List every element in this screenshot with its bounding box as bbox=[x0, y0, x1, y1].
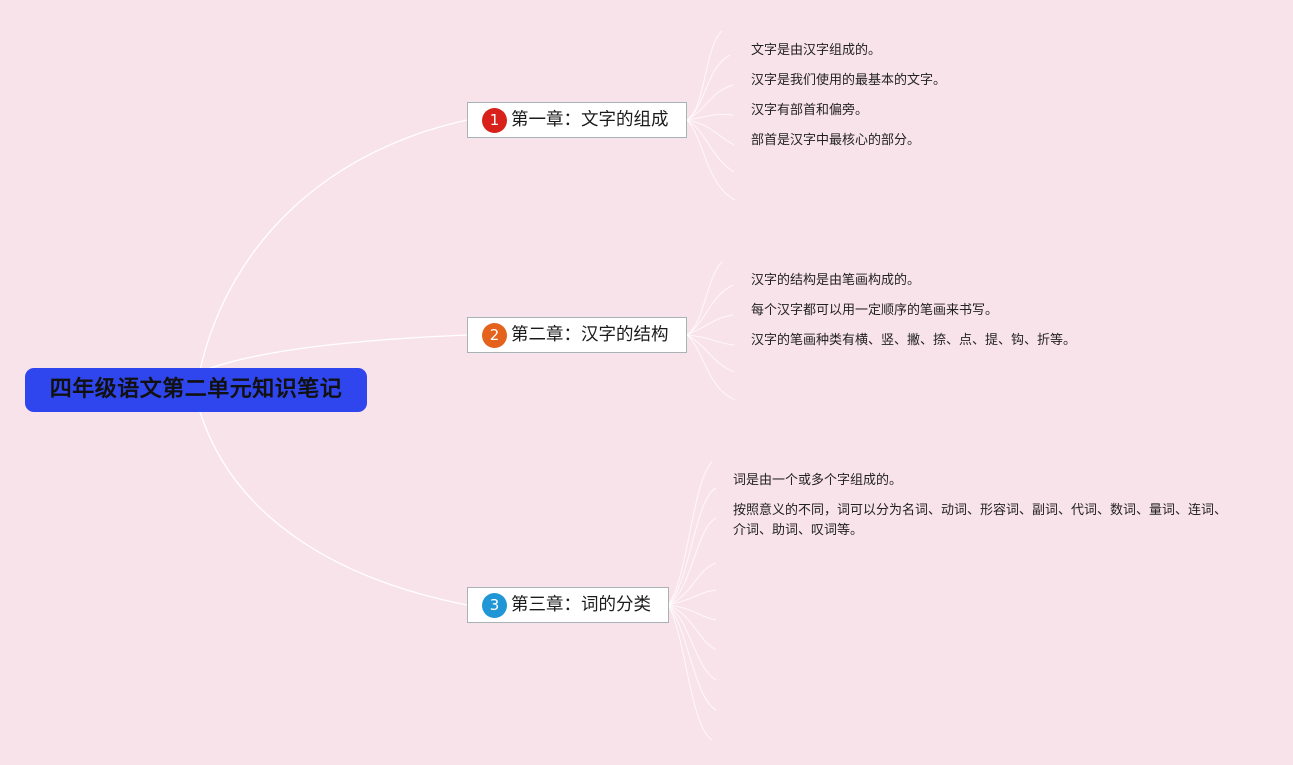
chapter-2-fan-line bbox=[686, 334, 735, 373]
number-3-badge-icon: 3 bbox=[482, 592, 507, 618]
chapter-1-fan-line bbox=[686, 54, 731, 121]
chapter-1-note[interactable]: 汉字是我们使用的最基本的文字。 bbox=[751, 73, 947, 88]
chapter-1-title: 第一章：文字的组成 bbox=[511, 110, 669, 130]
chapter-1-fan-line bbox=[686, 119, 736, 201]
chapter-3-fan-line bbox=[667, 604, 717, 621]
chapter-3-fan-line bbox=[667, 562, 717, 606]
chapter-1-fan-line bbox=[686, 84, 734, 121]
number-2-badge-icon: 2 bbox=[482, 322, 507, 348]
chapter-2-note[interactable]: 汉字的笔画种类有横、竖、撇、捺、点、提、钩、折等。 bbox=[751, 333, 1077, 348]
chapter-1-note[interactable]: 文字是由汉字组成的。 bbox=[751, 43, 882, 58]
root-topic[interactable]: 四年级语文第二单元知识笔记 bbox=[25, 368, 367, 412]
chapter-3-title: 第三章：词的分类 bbox=[511, 595, 651, 615]
chapter-2-topic[interactable]: 2 第二章：汉字的结构 bbox=[467, 317, 687, 353]
chapter-1-fan-line bbox=[686, 113, 734, 121]
chapter-3-fan-line bbox=[667, 604, 717, 681]
chapter-3-fan-line bbox=[667, 604, 717, 711]
number-1-badge-icon: 1 bbox=[482, 107, 507, 133]
chapter-1-fan-line bbox=[686, 119, 735, 173]
chapter-3-topic[interactable]: 3 第三章：词的分类 bbox=[467, 587, 669, 623]
root-to-chapter-1-line bbox=[199, 119, 468, 371]
chapter-1-fan-line bbox=[686, 119, 735, 146]
chapter-2-note[interactable]: 汉字的结构是由笔画构成的。 bbox=[751, 273, 921, 288]
chapter-1-fan-line bbox=[686, 30, 723, 121]
chapter-3-fan-line bbox=[667, 487, 717, 606]
chapter-3-fan-line bbox=[667, 604, 717, 651]
root-to-chapter-3-line bbox=[199, 411, 468, 606]
chapter-2-fan-line bbox=[686, 334, 736, 401]
chapter-3-fan-line bbox=[667, 461, 713, 606]
chapter-2-title: 第二章：汉字的结构 bbox=[511, 325, 669, 345]
chapter-2-fan-line bbox=[686, 284, 734, 336]
chapter-3-fan-line bbox=[667, 604, 713, 741]
chapter-1-topic[interactable]: 1 第一章：文字的组成 bbox=[467, 102, 687, 138]
chapter-2-fan-line bbox=[686, 334, 735, 346]
chapter-3-note[interactable]: 按照意义的不同，词可以分为名词、动词、形容词、副词、代词、数词、量词、连词、介词… bbox=[733, 503, 1228, 538]
chapter-1-note[interactable]: 部首是汉字中最核心的部分。 bbox=[751, 133, 921, 148]
chapter-2-fan-line bbox=[686, 314, 734, 336]
chapter-3-note[interactable]: 词是由一个或多个字组成的。 bbox=[733, 473, 903, 488]
chapter-1-note[interactable]: 汉字有部首和偏旁。 bbox=[751, 103, 869, 118]
chapter-2-note[interactable]: 每个汉字都可以用一定顺序的笔画来书写。 bbox=[751, 303, 999, 318]
chapter-3-fan-line bbox=[667, 517, 717, 606]
chapter-3-fan-line bbox=[667, 589, 717, 606]
root-to-chapter-2-line bbox=[204, 334, 468, 371]
